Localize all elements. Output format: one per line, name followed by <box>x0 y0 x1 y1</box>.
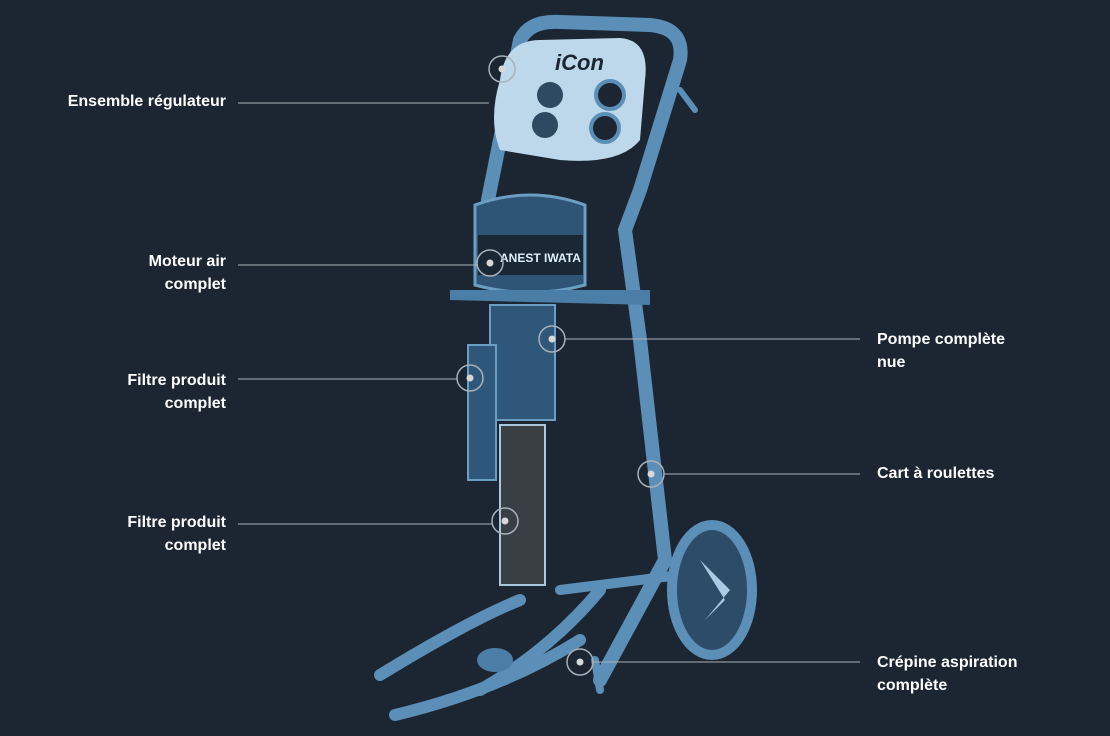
cart-frame <box>481 14 688 687</box>
anest-iwata-logo: ANEST IWATA <box>500 251 581 265</box>
label-text: Crépine aspiration <box>877 654 1018 671</box>
label-text: nue <box>877 354 906 371</box>
hotspot-pompe[interactable] <box>538 325 566 353</box>
hotspot-regulateur[interactable] <box>488 55 516 83</box>
label-crepine-aspiration[interactable]: Crépine aspiration complète <box>877 651 1017 697</box>
hotspot-moteur[interactable] <box>476 249 504 277</box>
hotspot-crepine[interactable] <box>566 648 594 676</box>
label-text: Filtre produit <box>127 372 226 389</box>
label-text: Ensemble régulateur <box>67 93 226 110</box>
label-text: complet <box>164 537 226 554</box>
label-text: Filtre produit <box>127 514 226 531</box>
hotspot-cart[interactable] <box>637 460 665 488</box>
label-text: Pompe complète <box>877 331 1006 348</box>
label-pompe-complete[interactable]: Pompe complète nue <box>877 328 1005 374</box>
hotspot-filtre-2[interactable] <box>491 507 519 535</box>
pump <box>489 304 556 421</box>
label-ensemble-regulateur[interactable]: Ensemble régulateur <box>68 90 226 113</box>
leader-lines <box>238 102 860 663</box>
hotspot-filtre-1[interactable] <box>456 364 484 392</box>
wheel <box>667 520 757 660</box>
label-cart-a-roulettes[interactable]: Cart à roulettes <box>877 462 994 485</box>
filter <box>467 344 497 481</box>
label-filtre-produit-2[interactable]: Filtre produit complet <box>127 511 226 557</box>
label-text: complet <box>164 395 226 412</box>
label-filtre-produit-1[interactable]: Filtre produit complet <box>127 369 226 415</box>
label-text: complète <box>877 677 948 694</box>
label-text: Moteur air <box>148 253 226 270</box>
label-text: complet <box>164 276 226 293</box>
label-text: Cart à roulettes <box>877 465 995 482</box>
label-moteur-air[interactable]: Moteur air complet <box>149 250 226 296</box>
icon-logo: iCon <box>555 50 604 75</box>
